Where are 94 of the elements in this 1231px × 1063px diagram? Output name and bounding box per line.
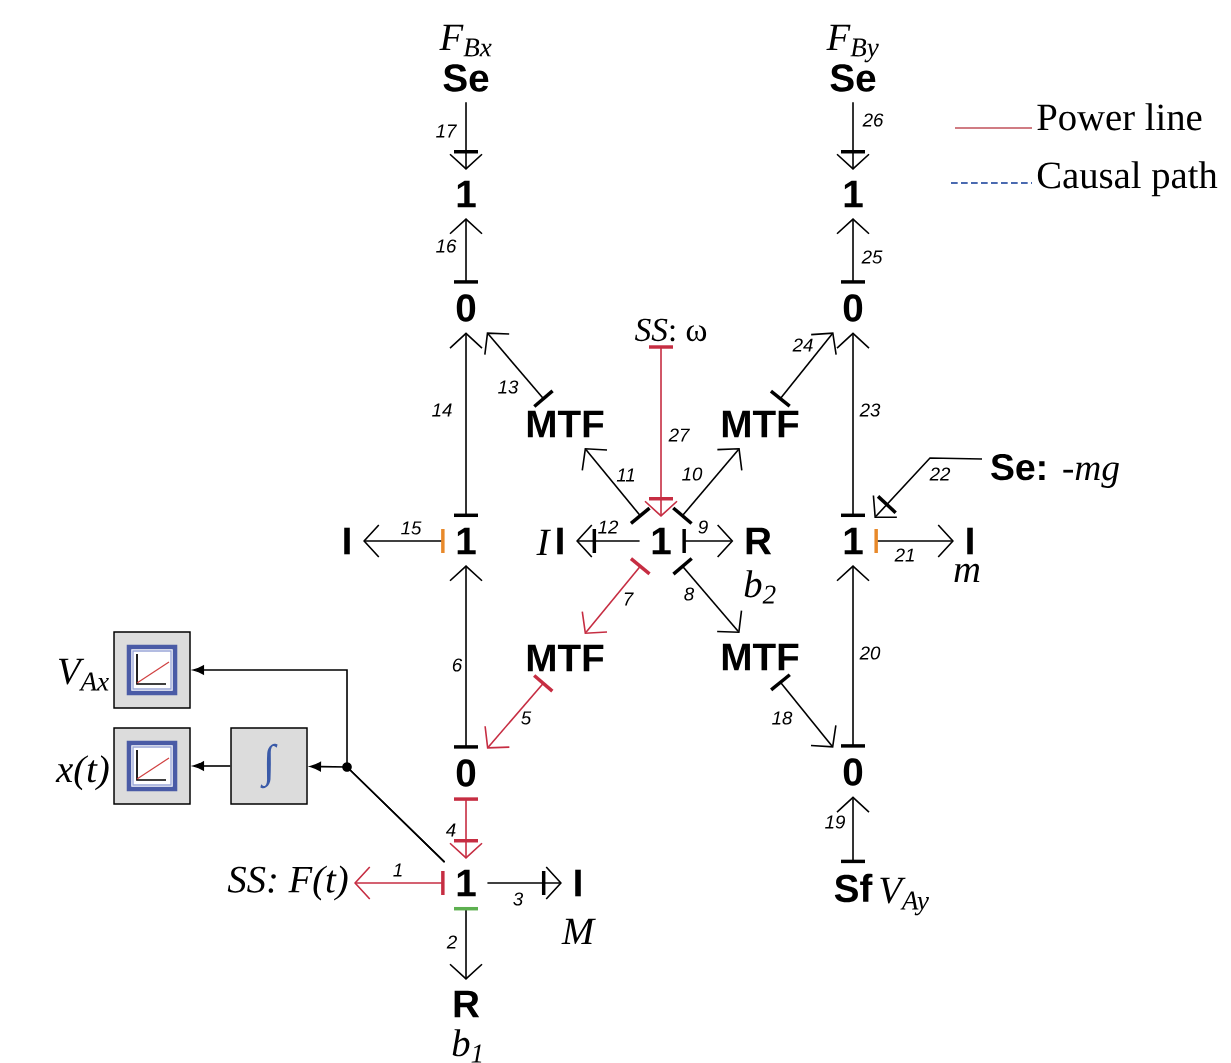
inertia-label: I xyxy=(344,527,350,555)
transformer-label: MTF xyxy=(527,644,604,672)
bond-arrow xyxy=(484,674,554,749)
inertia-label: I xyxy=(557,527,563,555)
bond-number: 5 xyxy=(521,711,532,725)
junction-label: 0 xyxy=(456,294,476,322)
source-label: Se xyxy=(830,64,876,92)
parameter-label: x(t) xyxy=(55,755,109,791)
bond-arrow xyxy=(672,447,743,525)
junction-label: 1 xyxy=(844,527,863,555)
bond-arrow xyxy=(836,564,870,748)
bond-arrow xyxy=(672,557,743,634)
bond-number: 20 xyxy=(859,646,881,660)
bond-number: 6 xyxy=(452,658,463,672)
bond-arrow xyxy=(872,457,983,519)
inertia-label: I xyxy=(575,869,581,897)
parameter-label: F$_{By}$ xyxy=(826,24,879,63)
bond-number: 16 xyxy=(436,239,457,253)
bond-arrow xyxy=(449,797,483,860)
bond-arrow xyxy=(874,524,954,558)
bond-number: 15 xyxy=(401,521,422,535)
bond-number: 13 xyxy=(498,380,519,394)
legend-text: Power line xyxy=(1037,103,1202,131)
bond-number: 24 xyxy=(792,338,813,352)
resistor-label: R xyxy=(454,990,480,1018)
bond-arrow xyxy=(836,332,870,518)
bond-number: 3 xyxy=(513,892,524,906)
parameter-label: b$_{1}$ xyxy=(452,1029,482,1063)
parameter-label: m xyxy=(954,563,980,582)
bond-number: 7 xyxy=(624,592,634,606)
bond-number: 23 xyxy=(859,403,881,417)
bond-arrow xyxy=(836,217,870,284)
bond-number: 26 xyxy=(862,113,884,127)
bond-arrow xyxy=(836,796,870,864)
bond-arrow xyxy=(770,673,837,748)
bond-number: 9 xyxy=(698,520,708,534)
bond-arrow xyxy=(449,564,483,749)
bond-arrow xyxy=(449,906,483,981)
parameter-label: I xyxy=(536,529,551,555)
source-label: Se: -mg xyxy=(991,453,1119,488)
bond-arrow xyxy=(682,524,734,558)
bond-number: 19 xyxy=(825,815,845,829)
bond-arrow xyxy=(581,447,651,525)
bond-arrow xyxy=(449,332,483,518)
bond-arrow xyxy=(449,217,483,284)
parameter-label: F$_{Bx}$ xyxy=(439,24,492,57)
bond-number: 4 xyxy=(445,823,456,837)
junction-label: 1 xyxy=(844,180,863,208)
parameter-label: V$_{Ax}$ xyxy=(58,658,109,691)
source-label: Se xyxy=(443,64,489,92)
transformer-label: MTF xyxy=(722,410,799,438)
bond-arrow xyxy=(484,332,554,408)
bond-arrow xyxy=(644,345,678,518)
bond-arrow xyxy=(836,101,870,171)
bond-number: 14 xyxy=(432,403,452,417)
signal-arrow xyxy=(193,665,446,863)
parameter-label: b$_{2}$ xyxy=(744,570,776,604)
bond-number: 22 xyxy=(929,467,951,481)
bond-arrow xyxy=(449,101,483,171)
legend-text: Causal path xyxy=(1037,161,1218,197)
integrator-block: ∫ xyxy=(230,727,308,805)
bond-arrow xyxy=(354,866,445,900)
bond-number: 25 xyxy=(861,250,883,264)
transformer-label: MTF xyxy=(722,643,799,671)
bond-number: 10 xyxy=(682,467,703,481)
source-label: SS: F(t) xyxy=(227,865,348,901)
transformer-label: MTF xyxy=(527,410,604,438)
bond-number: 21 xyxy=(894,548,914,562)
junction-label: 0 xyxy=(843,294,863,322)
bond-arrow xyxy=(486,866,562,900)
bond-arrow xyxy=(769,332,837,408)
source-label: SS: ω xyxy=(634,318,707,342)
bond-arrow xyxy=(363,524,445,558)
junction-label: 1 xyxy=(457,180,476,208)
junction-label: 0 xyxy=(456,759,476,787)
junction-label: 1 xyxy=(652,527,671,555)
bond-number: 17 xyxy=(436,124,457,138)
junction-label: 1 xyxy=(457,869,476,897)
parameter-label: M xyxy=(561,918,596,944)
junction-label: 1 xyxy=(457,527,476,555)
bond-arrow xyxy=(581,557,651,635)
bond-number: 8 xyxy=(684,587,695,601)
junction-label: 0 xyxy=(843,758,863,786)
bond-number: 11 xyxy=(616,468,635,482)
parameter-label: V$_{Ay}$ xyxy=(880,877,929,916)
signal-arrow xyxy=(193,761,232,771)
bond-number: 1 xyxy=(393,863,402,877)
bond-number: 2 xyxy=(446,935,457,949)
inertia-label: I xyxy=(967,527,973,555)
resistor-label: R xyxy=(746,527,772,555)
bond-number: 27 xyxy=(668,428,690,442)
bond-number: 12 xyxy=(598,520,619,534)
source-label: Sf xyxy=(834,873,873,903)
bond-number: 18 xyxy=(772,711,793,725)
